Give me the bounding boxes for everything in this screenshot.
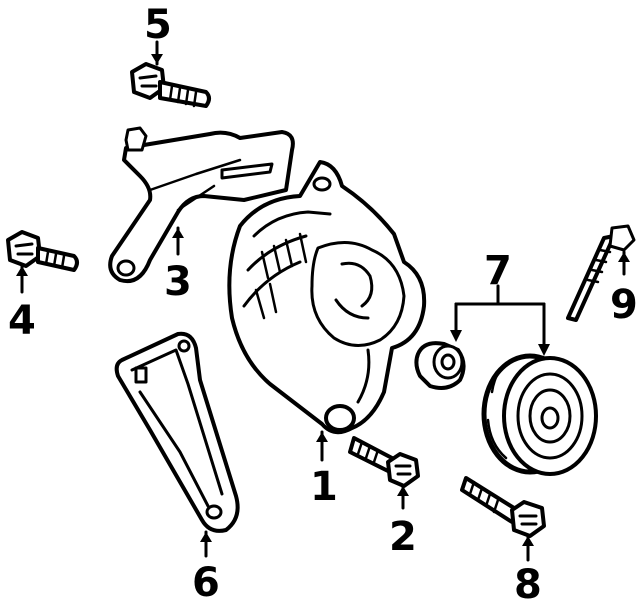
bolt-4 xyxy=(6,230,79,272)
collar-7 xyxy=(414,341,466,390)
pulley-7 xyxy=(481,353,598,476)
leader-4 xyxy=(16,264,28,294)
leader-9 xyxy=(618,250,630,276)
bolt-2 xyxy=(348,436,420,488)
callout-3: 3 xyxy=(164,259,192,305)
leader-8 xyxy=(522,534,534,562)
bracket-6 xyxy=(114,331,240,533)
leader-7 xyxy=(450,284,550,356)
callout-5: 5 xyxy=(144,2,172,48)
bolt-8 xyxy=(460,476,546,538)
callout-9: 9 xyxy=(610,282,638,328)
callout-6: 6 xyxy=(192,560,220,605)
callout-4: 4 xyxy=(8,298,36,344)
callout-2: 2 xyxy=(389,514,417,560)
callout-1: 1 xyxy=(310,464,338,510)
leader-3 xyxy=(172,226,184,256)
callout-7: 7 xyxy=(484,248,512,294)
leader-5 xyxy=(151,40,163,66)
stud-9 xyxy=(566,224,636,322)
leader-6 xyxy=(200,530,212,558)
callout-8: 8 xyxy=(514,562,542,605)
leader-2 xyxy=(397,484,409,510)
leader-1 xyxy=(316,430,328,462)
alternator-1 xyxy=(227,160,427,435)
bolt-5 xyxy=(130,62,211,108)
bracket-3 xyxy=(108,126,295,283)
